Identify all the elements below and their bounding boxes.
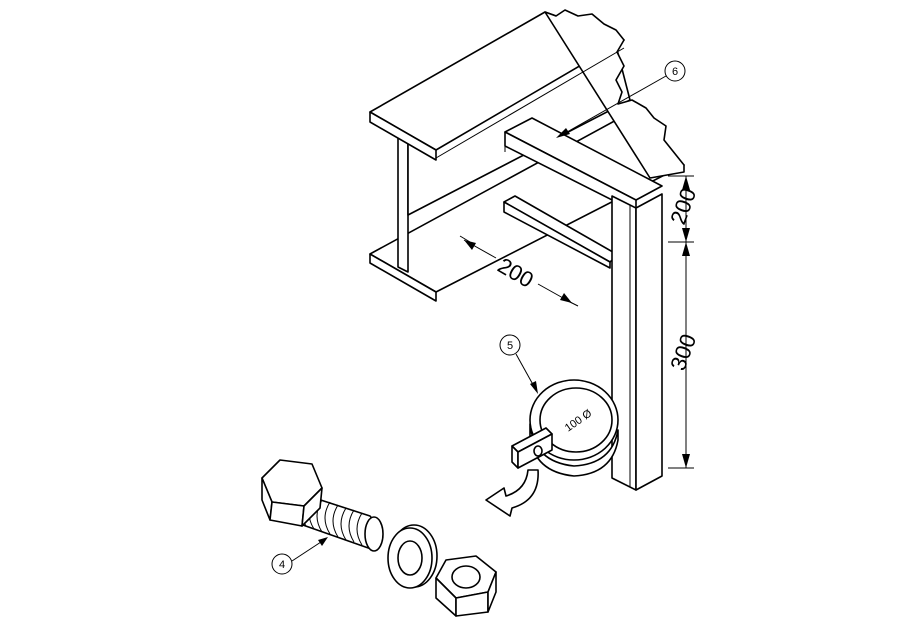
nut-hole bbox=[451, 565, 481, 589]
washer bbox=[387, 524, 438, 589]
hex-bolt bbox=[261, 459, 384, 552]
beam-top-flange-front bbox=[369, 111, 437, 161]
nut-side-right bbox=[487, 571, 497, 613]
callout-4: 4 bbox=[271, 537, 328, 575]
callout-number-5: 5 bbox=[507, 340, 513, 352]
dimension-lower-vertical: 300 bbox=[665, 331, 701, 374]
clamp-bolt-hole bbox=[533, 445, 543, 457]
clamp-band-lower bbox=[529, 423, 619, 477]
callout-bubble-5 bbox=[499, 334, 521, 356]
dimension-upper-vertical: 200 bbox=[665, 185, 701, 228]
bracket-lower-arm-front bbox=[503, 201, 611, 269]
bracket-vertical-leg-side bbox=[635, 193, 663, 491]
callout-bubble-6 bbox=[664, 60, 686, 82]
bolt-head-right bbox=[301, 487, 323, 527]
hex-nut bbox=[435, 555, 497, 617]
washer-hole bbox=[397, 540, 423, 576]
beam-bottom-flange-front bbox=[369, 253, 437, 302]
bolt-head-bottom bbox=[269, 501, 305, 527]
pipe-clamp: 100 Ø bbox=[511, 379, 619, 477]
dimension-vertical: 200 300 bbox=[665, 175, 701, 469]
callout-6: 6 bbox=[556, 60, 686, 138]
callout-bubble-4 bbox=[271, 553, 293, 575]
assembly-direction-arrow bbox=[485, 469, 539, 517]
callout-5: 5 bbox=[499, 334, 538, 394]
callout-number-4: 4 bbox=[279, 559, 285, 571]
callout-number-6: 6 bbox=[672, 66, 678, 78]
clamp-ring-inner bbox=[539, 387, 613, 453]
beam-web-front bbox=[397, 132, 409, 273]
bolt-end bbox=[364, 516, 384, 552]
angle-bracket bbox=[503, 117, 663, 491]
beam-break-line bbox=[544, 9, 685, 179]
